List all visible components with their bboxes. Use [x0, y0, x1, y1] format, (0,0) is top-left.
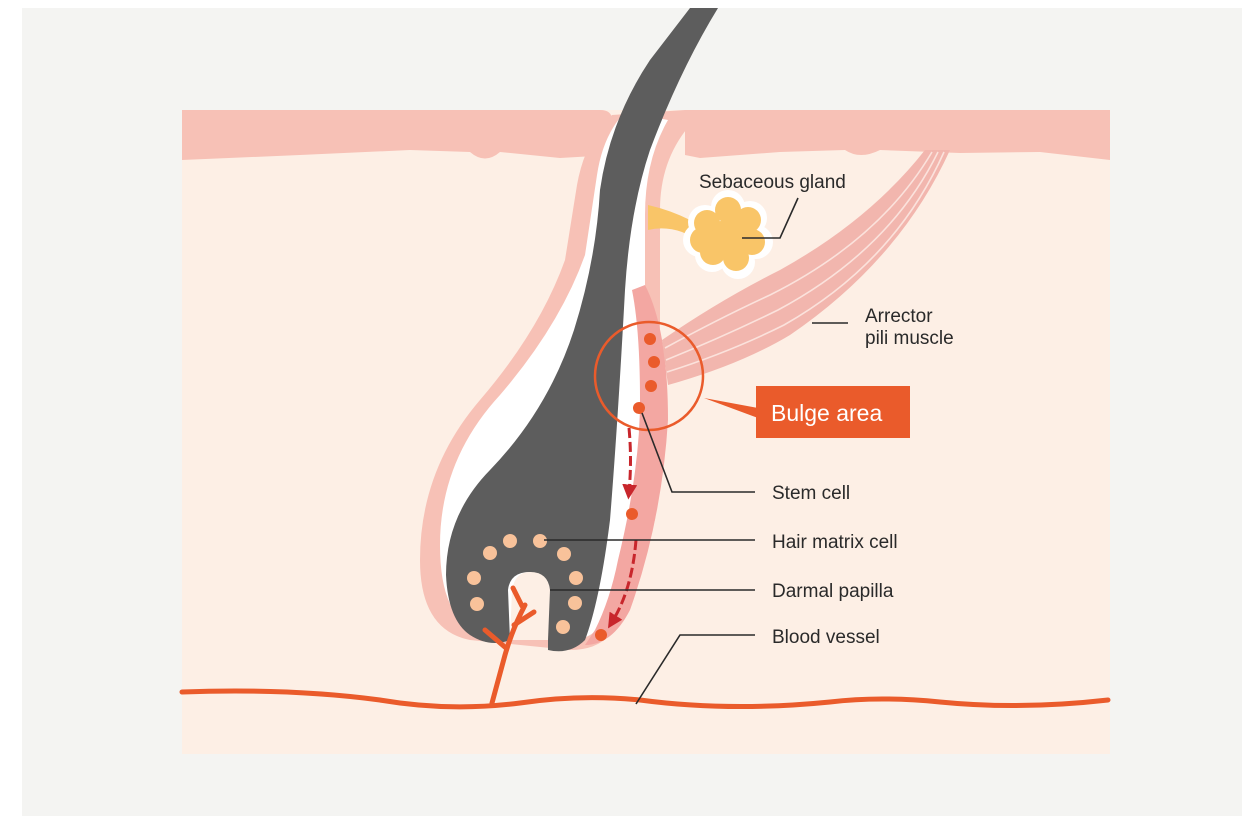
label-arrector-line1: Arrector: [865, 306, 933, 327]
label-hair-matrix-cell: Hair matrix cell: [772, 532, 898, 553]
label-arrector-line2: pili muscle: [865, 328, 954, 349]
label-stem-cell: Stem cell: [772, 483, 850, 504]
label-dermal-papilla: Darmal papilla: [772, 581, 894, 602]
label-bulge-area: Bulge area: [771, 400, 882, 426]
label-blood-vessel: Blood vessel: [772, 627, 880, 648]
label-sebaceous-gland: Sebaceous gland: [699, 172, 846, 193]
